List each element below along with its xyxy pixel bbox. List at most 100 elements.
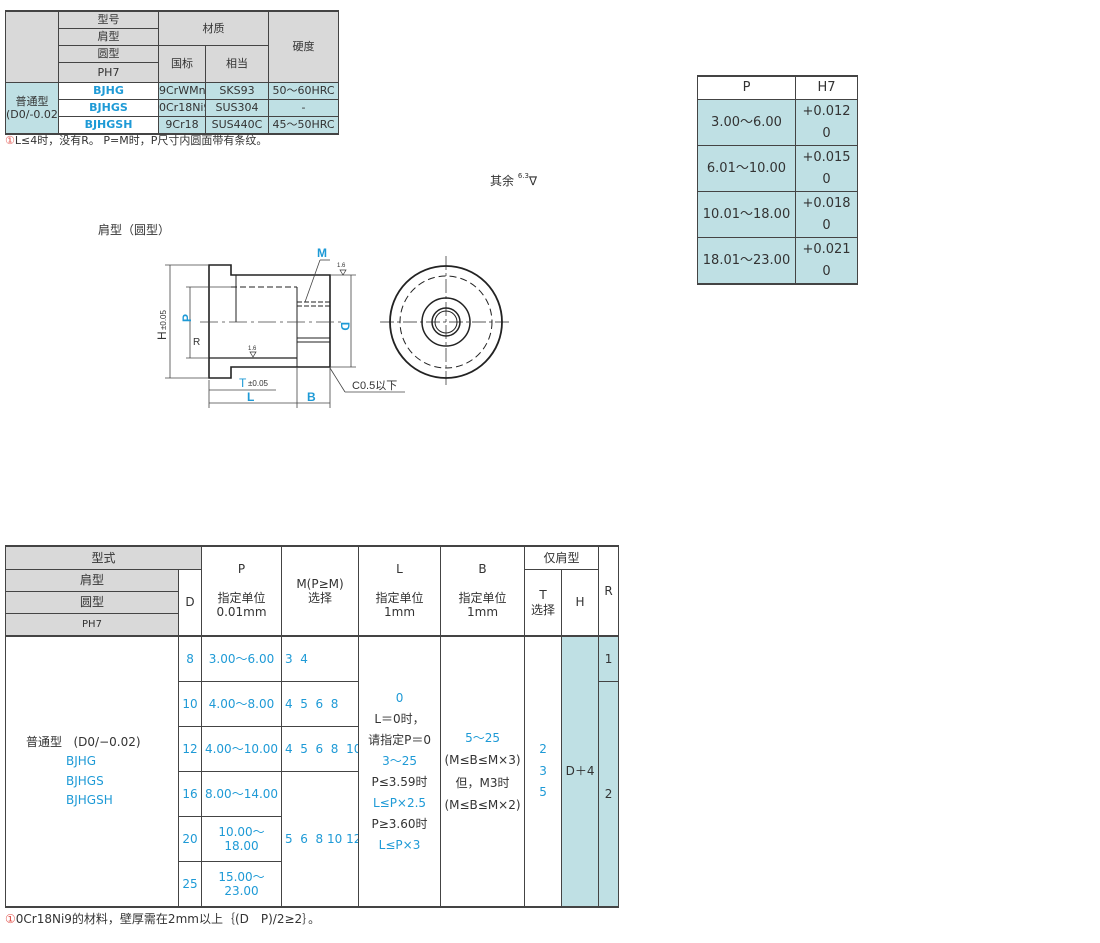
p-range: 3.00～6.00 — [697, 99, 796, 146]
gb-cell: 0Cr18Ni9 — [158, 99, 206, 117]
b-line: 但，M3时 — [455, 775, 510, 790]
d-cell: 25 — [177, 861, 203, 908]
table-row: 6.01～10.00+0.015 — [697, 145, 858, 192]
note-text: L≤4时，没有R。 P=M时，P尺寸内圆面带有条纹。 — [14, 134, 268, 147]
header-t-sel: 选择 — [531, 602, 556, 617]
type-cell: 普通型 (D0/−0.02) BJHG BJHGS BJHGSH — [5, 635, 179, 908]
drawing-title: 肩型（圆型） — [98, 223, 171, 237]
label-chamfer: C0.5以下 — [352, 380, 397, 392]
header-p-unit: 指定单位 — [217, 591, 266, 605]
b-line: (M≤B≤M×3) — [444, 753, 521, 768]
model-link[interactable]: BJHGSH — [58, 116, 159, 135]
label-t: T — [239, 376, 247, 390]
header-h: H — [561, 569, 600, 637]
header-shoulder-only: 仅肩型 — [524, 545, 600, 570]
label-r: R — [193, 337, 200, 348]
label-m: M — [317, 246, 327, 260]
front-view — [380, 256, 512, 388]
b-line: 5～25 — [465, 731, 500, 746]
l-line: 请指定P＝0 — [368, 732, 431, 747]
d-cell: 16 — [177, 771, 203, 817]
equiv-cell: SUS304 — [205, 99, 269, 117]
l-line: P≥3.60时 — [371, 816, 428, 831]
dimension-lines — [165, 259, 405, 408]
label-h-tol: ±0.05 — [159, 309, 168, 330]
m-cell: 4 5 6 8 — [281, 681, 360, 727]
roughness-rest: 6.3 — [517, 172, 529, 180]
label-d: D — [338, 322, 352, 331]
header-round: 圆型 — [5, 591, 179, 614]
group-name: 普通型 — [15, 94, 49, 108]
model-link[interactable]: BJHG — [66, 754, 97, 769]
m-cell: 4 5 6 8 10 — [281, 726, 360, 772]
header-model: 型号 — [58, 10, 159, 29]
header-b-unit: 指定单位 — [458, 591, 507, 605]
model-link[interactable]: BJHGS — [66, 773, 104, 788]
p-cell: 4.00～10.00 — [201, 726, 283, 772]
p-cell: 3.00～6.00 — [201, 635, 283, 682]
header-m-sel: 选择 — [308, 591, 333, 605]
d-cell: 10 — [177, 681, 203, 727]
group-cell: 普通型(D0/-0.02) — [5, 82, 59, 135]
type-tol: (D0/−0.02) — [73, 735, 141, 750]
table-row: 10.01～18.00+0.018 — [697, 191, 858, 238]
r-cell: 2 — [598, 681, 620, 908]
technical-drawing: M P D H ±0.05 R T ±0.05 L B C0.5以下 1.6 1… — [155, 246, 512, 408]
upper-tol: +0.015 — [795, 145, 858, 169]
t-value: 5 — [539, 785, 547, 800]
upper-tol: +0.012 — [795, 99, 858, 123]
hardness-cell: 50～60HRC — [268, 82, 339, 100]
t-value: 3 — [539, 763, 547, 778]
header-shoulder: 肩型 — [58, 28, 159, 46]
header-p-name: P — [237, 562, 246, 577]
header-ph7: PH7 — [58, 62, 159, 83]
p-range: 18.01～23.00 — [697, 237, 796, 285]
header-d: D — [177, 569, 203, 637]
header-ph7: PH7 — [5, 613, 179, 637]
corner-cell — [5, 10, 59, 83]
l-line: P≤3.59时 — [371, 774, 428, 789]
d-cell: 8 — [177, 635, 203, 682]
model-link[interactable]: BJHGS — [58, 99, 159, 117]
p-cell: 4.00～8.00 — [201, 681, 283, 727]
group-tol: (D0/-0.02) — [6, 108, 59, 121]
label-p: P — [180, 314, 194, 322]
header-hardness: 硬度 — [268, 10, 339, 83]
p-cell: 10.00～18.00 — [201, 816, 283, 862]
drawing-labels: M P D H ±0.05 R T ±0.05 L B C0.5以下 1.6 1… — [155, 246, 397, 404]
roughness-symbol-icon: ∇ — [528, 174, 538, 188]
rest-label: 其余 — [490, 174, 515, 188]
model-link[interactable]: BJHG — [58, 82, 159, 100]
p-range: 6.01～10.00 — [697, 145, 796, 192]
label-b: B — [307, 390, 316, 404]
l-line: 0 — [395, 690, 404, 705]
type-name: 普通型 — [26, 735, 63, 750]
header-shoulder: 肩型 — [5, 569, 179, 592]
model-link[interactable]: BJHGSH — [66, 792, 113, 807]
header-type: 型式 — [4, 545, 203, 570]
table-row: 3.00～6.00+0.012 — [697, 99, 858, 146]
header-h7: H7 — [795, 75, 858, 100]
p-cell: 15.00～23.00 — [201, 861, 283, 908]
header-r: R — [598, 545, 620, 637]
header-equiv: 相当 — [205, 45, 269, 83]
lower-tol: 0 — [795, 215, 858, 238]
upper-tol: +0.018 — [795, 191, 858, 215]
r-cell: 1 — [598, 635, 620, 682]
label-l: L — [247, 390, 254, 404]
warning-icon: ① — [5, 134, 15, 147]
header-p: P — [697, 75, 796, 100]
